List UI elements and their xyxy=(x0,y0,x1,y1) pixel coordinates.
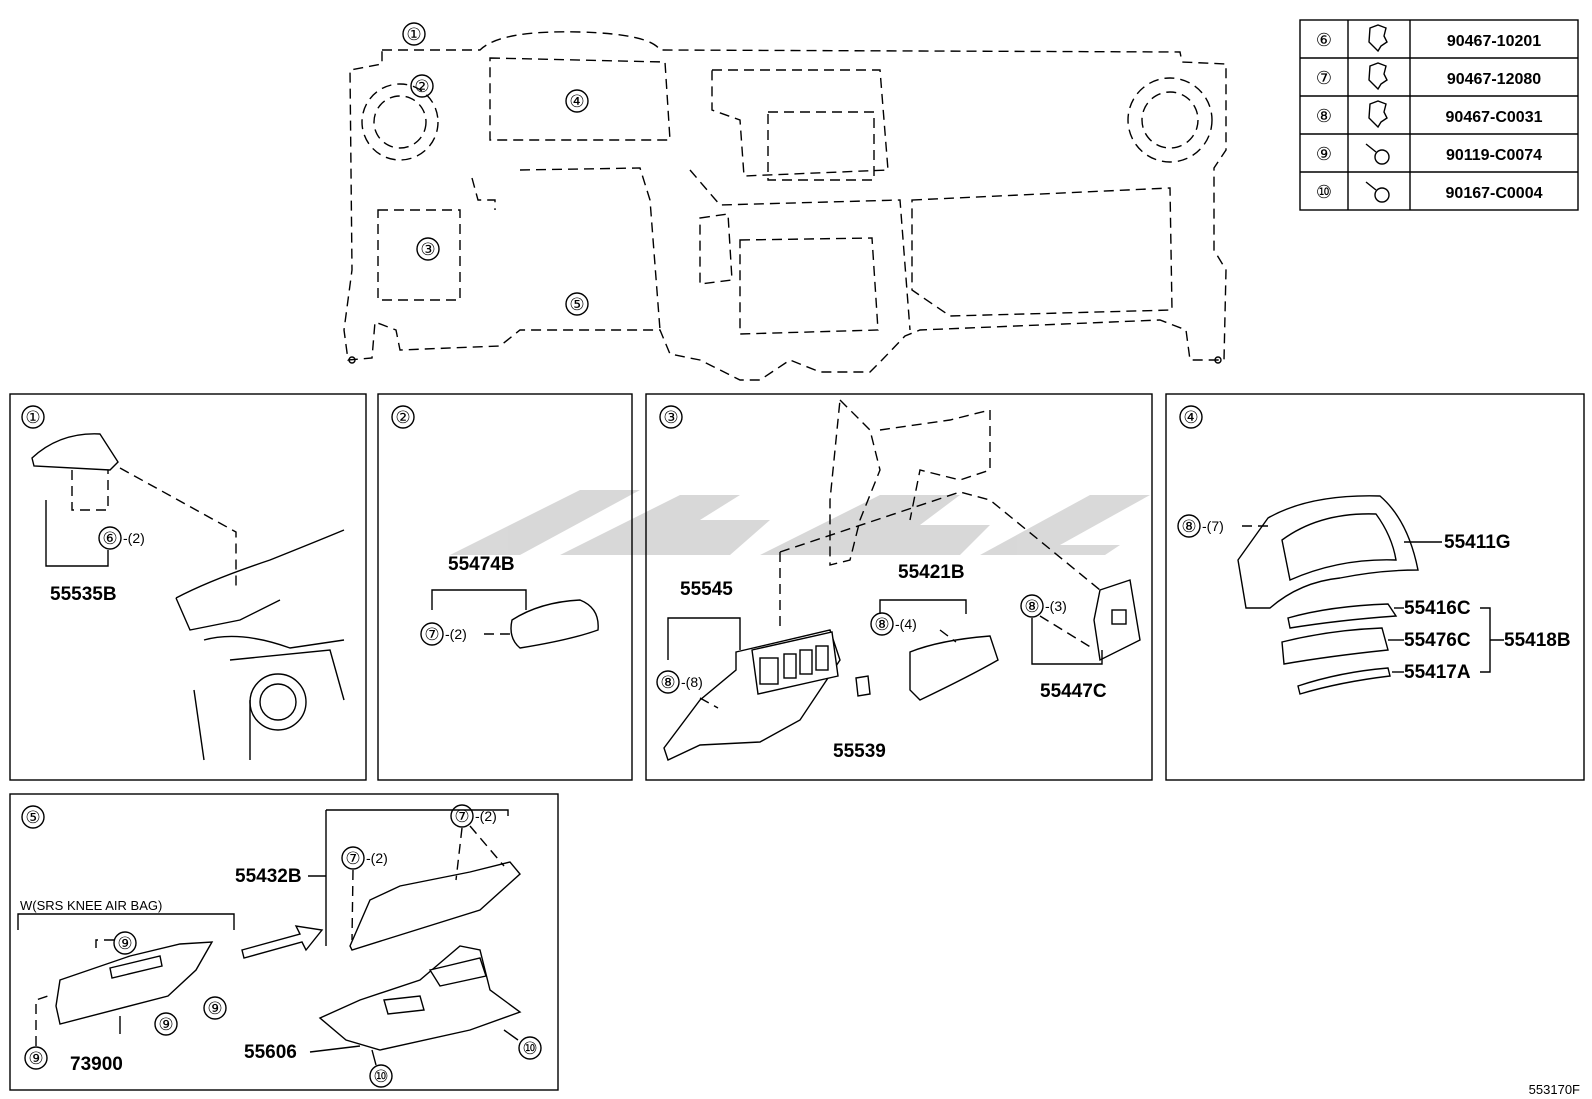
part-55476C: 55476C xyxy=(1404,630,1471,651)
fastener-7-b: ⑦ xyxy=(454,807,469,826)
screw-10-b: ⑩ xyxy=(373,1067,388,1086)
panel-2: ② 55474B ⑦ -(2) xyxy=(377,393,633,781)
part-55474B: 55474B xyxy=(448,554,515,575)
panel-3-fastener-c-qty: -(3) xyxy=(1045,598,1067,614)
panel-2-ref: ② xyxy=(395,408,410,427)
panel-3: ③ 55545 ⑧ -(8) 55539 55421B ⑧ -(4) ⑧ -(3… xyxy=(645,393,1153,781)
part-55545: 55545 xyxy=(680,579,733,600)
illustration-id: 553170F xyxy=(1529,1082,1580,1097)
fastener-table: ⑥ 90467-10201 ⑦ 90467-12080 ⑧ 90467-C003… xyxy=(1299,19,1579,211)
panel-2-fastener-qty: -(2) xyxy=(445,626,467,642)
table-part-10: 90167-C0004 xyxy=(1446,185,1543,202)
part-73900: 73900 xyxy=(70,1054,123,1075)
overview-callout-3: ③ xyxy=(420,240,435,259)
panel-3-ref: ③ xyxy=(663,408,678,427)
part-55539: 55539 xyxy=(833,741,886,762)
panel-1-fastener: ⑥ xyxy=(102,529,117,548)
panel-3-fastener-a-qty: -(8) xyxy=(681,674,703,690)
panel-4-ref: ④ xyxy=(1183,408,1198,427)
overview-callout-4: ④ xyxy=(569,92,584,111)
fastener-7-b-qty: -(2) xyxy=(475,808,497,824)
clip-icon xyxy=(1368,100,1388,129)
part-55606: 55606 xyxy=(244,1042,297,1063)
part-55421B: 55421B xyxy=(898,562,965,583)
overview-callout-1: ① xyxy=(406,25,421,44)
table-part-6: 90467-10201 xyxy=(1447,33,1541,50)
panel-5-ref: ⑤ xyxy=(25,808,40,827)
screw-icon xyxy=(1365,143,1390,165)
part-55447C: 55447C xyxy=(1040,681,1107,702)
fastener-7-a-qty: -(2) xyxy=(366,850,388,866)
panel-2-fastener: ⑦ xyxy=(424,625,439,644)
table-ref-9: ⑨ xyxy=(1316,144,1332,164)
table-part-8: 90467-C0031 xyxy=(1446,109,1543,126)
screw-9-b: ⑨ xyxy=(207,999,222,1018)
fastener-7-a: ⑦ xyxy=(345,849,360,868)
table-ref-10: ⑩ xyxy=(1316,182,1332,202)
panel-1: ① ⑥ -(2) 55535B xyxy=(9,393,367,781)
screw-9-c: ⑨ xyxy=(158,1015,173,1034)
table-part-7: 90467-12080 xyxy=(1447,71,1541,88)
table-ref-6: ⑥ xyxy=(1316,30,1332,50)
screw-9-d: ⑨ xyxy=(28,1049,43,1068)
panel-4: ④ ⑧ -(7) 55411G 55416C 55476C 55417A 554… xyxy=(1165,393,1585,781)
panel-4-fastener-qty: -(7) xyxy=(1202,518,1224,534)
screw-9-a: ⑨ xyxy=(117,934,132,953)
panel-3-fastener-b-qty: -(4) xyxy=(895,616,917,632)
dashboard-overview: ① ② ③ ④ ⑤ xyxy=(343,22,1227,381)
clip-icon xyxy=(1368,62,1388,91)
part-55417A: 55417A xyxy=(1404,662,1471,683)
part-55418B: 55418B xyxy=(1504,630,1571,651)
panel-3-fastener-c: ⑧ xyxy=(1024,597,1039,616)
panel-1-ref: ① xyxy=(25,408,40,427)
part-55411G: 55411G xyxy=(1444,532,1511,553)
screw-icon xyxy=(1365,181,1390,203)
srs-knee-airbag-note: W(SRS KNEE AIR BAG) xyxy=(20,898,162,913)
overview-callout-2: ② xyxy=(414,77,429,96)
table-part-9: 90119-C0074 xyxy=(1446,147,1542,164)
panel-1-fastener-qty: -(2) xyxy=(123,530,145,546)
panel-5: ⑤ W(SRS KNEE AIR BAG) ⑨ ⑨ ⑨ ⑨ 73900 5543… xyxy=(9,793,559,1091)
table-ref-8: ⑧ xyxy=(1316,106,1332,126)
panel-3-fastener-a: ⑧ xyxy=(660,673,675,692)
part-55416C: 55416C xyxy=(1404,598,1471,619)
panel-3-fastener-b: ⑧ xyxy=(874,615,889,634)
part-55432B: 55432B xyxy=(235,866,302,887)
table-ref-7: ⑦ xyxy=(1316,68,1332,88)
screw-10-a: ⑩ xyxy=(522,1039,537,1058)
clip-icon xyxy=(1368,24,1388,53)
overview-callout-5: ⑤ xyxy=(569,295,584,314)
part-55535B: 55535B xyxy=(50,584,117,605)
panel-4-fastener: ⑧ xyxy=(1181,517,1196,536)
